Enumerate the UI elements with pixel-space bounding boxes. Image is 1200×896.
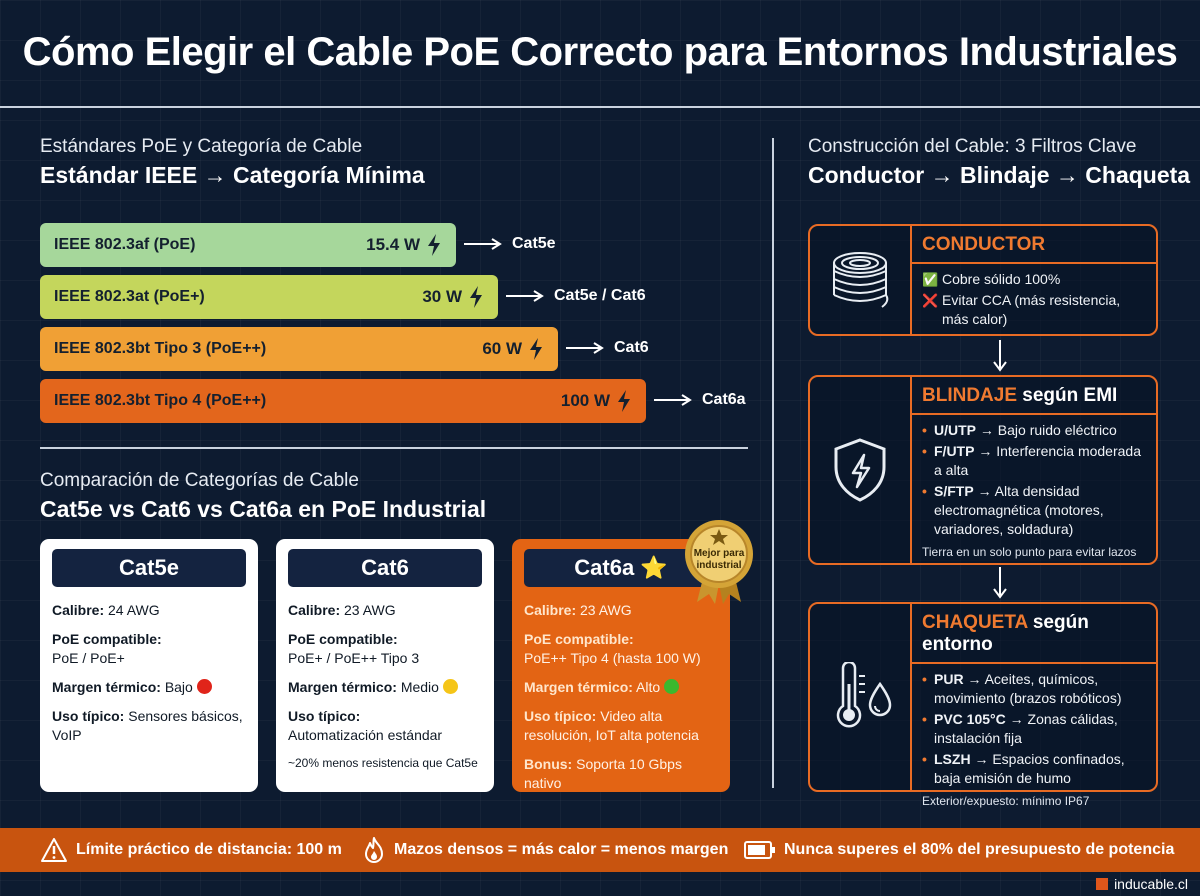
brand-logo-icon [1096, 878, 1109, 890]
card-uso: Uso típico: Video alta resolución, IoT a… [524, 708, 699, 743]
card-cat6: Cat6 Calibre: 23 AWG PoE compatible:PoE+… [276, 539, 494, 792]
chaqueta-panel: CHAQUETA según entorno •PUR → Aceites, q… [808, 602, 1158, 808]
comparison-heading: Cat5e vs Cat6 vs Cat6a en PoE Industrial [40, 496, 487, 522]
card-uso: Uso típico: Sensores básicos, VoIP [52, 708, 243, 743]
card-title: Cat5e [52, 549, 246, 587]
chaqueta-item: •LSZH → Espacios confinados, baja emisió… [922, 751, 1125, 786]
warning-icon [41, 838, 67, 862]
card-cat5e: Cat5e Calibre: 24 AWG PoE compatible:PoE… [40, 539, 258, 792]
check-icon: ✅ [922, 272, 939, 287]
star-icon: ⭐ [640, 555, 668, 580]
poe-row-bt3: IEEE 802.3bt Tipo 3 (PoE++) 60 W [40, 327, 558, 371]
bolt-icon [530, 338, 542, 360]
blindaje-title: BLINDAJE según EMI [922, 385, 1118, 406]
footer-item-budget: Nunca superes el 80% del presupuesto de … [744, 828, 1174, 872]
footer-item-heat: Mazos densos = más calor = menos margen [362, 828, 728, 872]
power-value: 60 W [482, 339, 522, 358]
conductor-item: ✅Cobre sólido 100% [922, 271, 1061, 287]
blindaje-note: Tierra en un solo punto para evitar lazo… [922, 545, 1137, 559]
footer-bar: Límite práctico de distancia: 100 m Mazo… [0, 828, 1200, 872]
blindaje-item: •S/FTP → Alta densidad electromagnética … [922, 483, 1104, 537]
card-uso: Uso típico:Automatización estándar [288, 708, 443, 743]
bolt-icon [428, 234, 440, 256]
top-divider [0, 106, 1200, 108]
power-value: 15.4 W [366, 235, 420, 254]
arrow-right-icon [566, 342, 604, 354]
category-label: Cat5e / Cat6 [554, 287, 646, 304]
conductor-panel: CONDUCTOR ✅Cobre sólido 100% ❌Evitar CCA… [808, 224, 1158, 336]
poe-row-af-category: Cat5e [464, 235, 556, 253]
poe-row-at-category: Cat5e / Cat6 [506, 287, 646, 305]
standards-subtitle: Estándares PoE y Categoría de Cable [40, 136, 363, 157]
thermometer-drop-icon [836, 662, 892, 728]
power-value: 30 W [422, 287, 462, 306]
blindaje-item: •F/UTP → Interferencia moderada a alta [922, 443, 1141, 478]
standard-label: IEEE 802.3bt Tipo 3 (PoE++) [54, 340, 267, 357]
poe-row-af: IEEE 802.3af (PoE) 15.4 W [40, 223, 456, 267]
middle-divider [40, 447, 748, 449]
chaqueta-note: Exterior/expuesto: mínimo IP67 [922, 794, 1090, 808]
conductor-item: ❌Evitar CCA (más resistencia, más calor) [922, 292, 1121, 327]
chaqueta-title: CHAQUETA según entorno [922, 612, 1089, 655]
footer-item-distance: Límite práctico de distancia: 100 m [40, 828, 342, 872]
battery-icon [744, 841, 775, 859]
green-dot-icon [664, 679, 680, 694]
brand-mark: inducable.cl [1096, 876, 1188, 892]
card-margin: Margen térmico: Medio [288, 678, 482, 697]
best-industrial-badge: Mejor para industrial [683, 518, 755, 604]
construction-heading: Conductor → Blindaje → Chaqueta [808, 162, 1191, 188]
card-calibre: Calibre: 23 AWG [288, 602, 396, 618]
yellow-dot-icon [442, 679, 458, 694]
blindaje-panel: BLINDAJE según EMI •U/UTP → Bajo ruido e… [808, 375, 1158, 565]
standard-label: IEEE 802.3af (PoE) [54, 236, 196, 253]
cross-icon: ❌ [922, 293, 939, 308]
poe-row-bt4-category: Cat6a [654, 391, 746, 409]
poe-row-bt4: IEEE 802.3bt Tipo 4 (PoE++) 100 W [40, 379, 646, 423]
flame-icon [365, 837, 383, 863]
standards-heading: Estándar IEEE → Categoría Mínima [40, 162, 425, 188]
arrow-down-icon [993, 340, 1007, 372]
card-calibre: Calibre: 23 AWG [524, 602, 632, 618]
page-title: Cómo Elegir el Cable PoE Correcto para E… [22, 30, 1178, 74]
poe-row-at: IEEE 802.3at (PoE+) 30 W [40, 275, 498, 319]
chaqueta-item: •PVC 105°C → Zonas cálidas, instalación … [922, 711, 1118, 746]
shield-bolt-icon [834, 438, 886, 502]
card-poe: PoE compatible:PoE / PoE+ [52, 631, 162, 666]
card-note: ~20% menos resistencia que Cat5e [288, 756, 478, 770]
category-label: Cat6a [702, 391, 746, 408]
poe-row-bt3-category: Cat6 [566, 339, 649, 357]
card-margin: Margen térmico: Alto [524, 678, 718, 697]
card-poe: PoE compatible:PoE++ Tipo 4 (hasta 100 W… [524, 631, 701, 666]
card-calibre: Calibre: 24 AWG [52, 602, 160, 618]
conductor-title: CONDUCTOR [922, 234, 1046, 255]
comparison-subtitle: Comparación de Categorías de Cable [40, 470, 359, 491]
arrow-down-icon [993, 567, 1007, 599]
vertical-divider [772, 138, 774, 788]
card-bonus: Bonus: Soporta 10 Gbps nativo [524, 756, 682, 791]
category-label: Cat5e [512, 235, 556, 252]
bolt-icon [618, 390, 630, 412]
arrow-right-icon [506, 290, 544, 302]
gold-seal-icon [685, 520, 753, 604]
arrow-right-icon [654, 394, 692, 406]
red-dot-icon [196, 679, 212, 694]
brand-name: inducable.cl [1114, 876, 1188, 892]
chaqueta-item: •PUR → Aceites, químicos, movimiento (br… [922, 671, 1122, 706]
category-label: Cat6 [614, 339, 649, 356]
standard-label: IEEE 802.3bt Tipo 4 (PoE++) [54, 392, 267, 409]
card-margin: Margen térmico: Bajo [52, 678, 246, 697]
cable-spool-icon [833, 252, 889, 308]
standard-label: IEEE 802.3at (PoE+) [54, 288, 205, 305]
arrow-right-icon [464, 238, 502, 250]
construction-subtitle: Construcción del Cable: 3 Filtros Clave [808, 136, 1137, 157]
blindaje-item: •U/UTP → Bajo ruido eléctrico [922, 422, 1117, 438]
card-title: Cat6 [288, 549, 482, 587]
card-poe: PoE compatible:PoE+ / PoE++ Tipo 3 [288, 631, 420, 666]
bolt-icon [470, 286, 482, 308]
badge-label: Mejor para industrial [693, 548, 745, 571]
power-value: 100 W [560, 391, 610, 410]
